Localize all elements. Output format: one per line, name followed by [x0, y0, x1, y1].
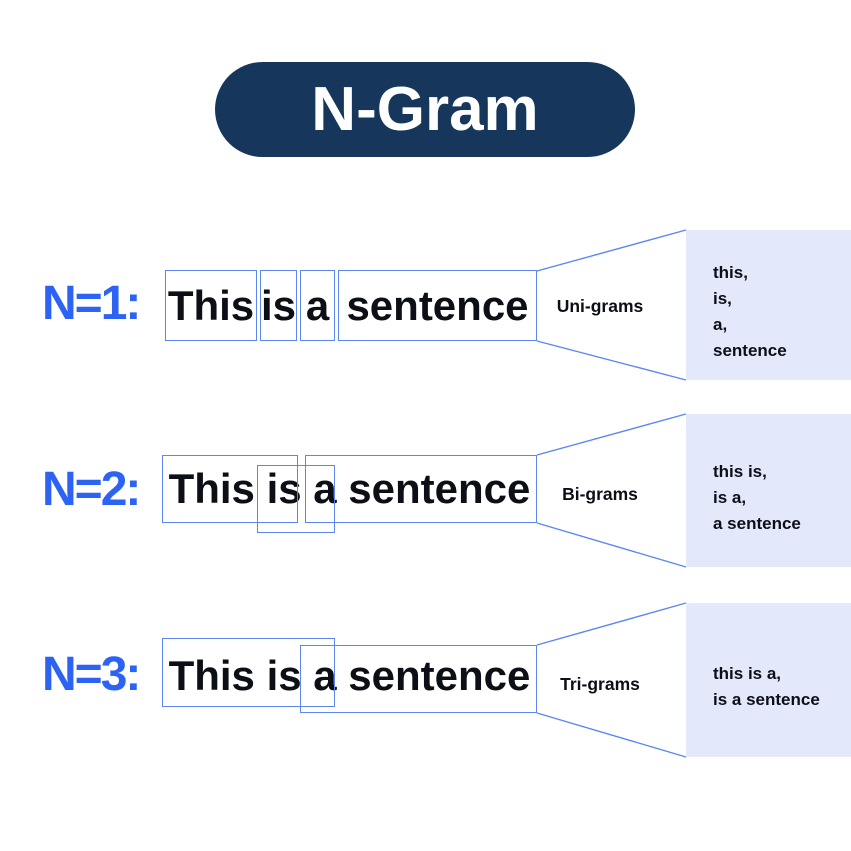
row2-sentence: This is a sentence — [168, 465, 531, 512]
page-title: N-Gram — [311, 75, 539, 144]
row3-gram-label: Tri-grams — [560, 674, 640, 694]
bigram-box-is-a — [257, 465, 335, 533]
unigram-box-is: is — [260, 270, 297, 341]
output-line: a, — [713, 315, 728, 334]
trigram-box-this-is-a — [162, 638, 335, 707]
row1-output-panel: this, is, a, sentence — [686, 230, 851, 380]
unigram-box-this: This — [165, 270, 257, 341]
unigram-box-sentence: sentence — [338, 270, 537, 341]
row1-label: N=1: — [42, 277, 141, 330]
output-line: is a, — [713, 487, 747, 507]
word-this: This — [167, 281, 255, 329]
word-is: is — [260, 281, 297, 329]
row3-label: N=3: — [42, 648, 141, 701]
row3-sentence: This is a sentence — [168, 652, 531, 699]
output-line: sentence — [713, 341, 787, 360]
trigram-box-is-a-sentence — [300, 645, 537, 713]
title-pill: N-Gram — [215, 62, 635, 157]
unigram-box-a: a — [300, 270, 335, 341]
row1-gram-label: Uni-grams — [556, 296, 644, 316]
output-line: this is, — [713, 461, 767, 481]
bigram-box-this-is — [162, 455, 298, 523]
word-a: a — [305, 281, 330, 329]
row2-output-panel: this is, is a, a sentence — [686, 414, 851, 567]
word-sentence: sentence — [346, 281, 529, 329]
output-line: is, — [713, 289, 732, 308]
output-line: is a sentence — [713, 690, 820, 709]
row2-gram-label: Bi-grams — [562, 484, 638, 504]
output-line: this, — [713, 263, 748, 282]
bigram-box-a-sentence — [305, 455, 537, 523]
output-line: a sentence — [713, 513, 801, 533]
row3-output-panel: this is a, is a sentence — [686, 603, 851, 757]
output-line: this is a, — [713, 664, 782, 683]
row2-label: N=2: — [42, 463, 141, 516]
